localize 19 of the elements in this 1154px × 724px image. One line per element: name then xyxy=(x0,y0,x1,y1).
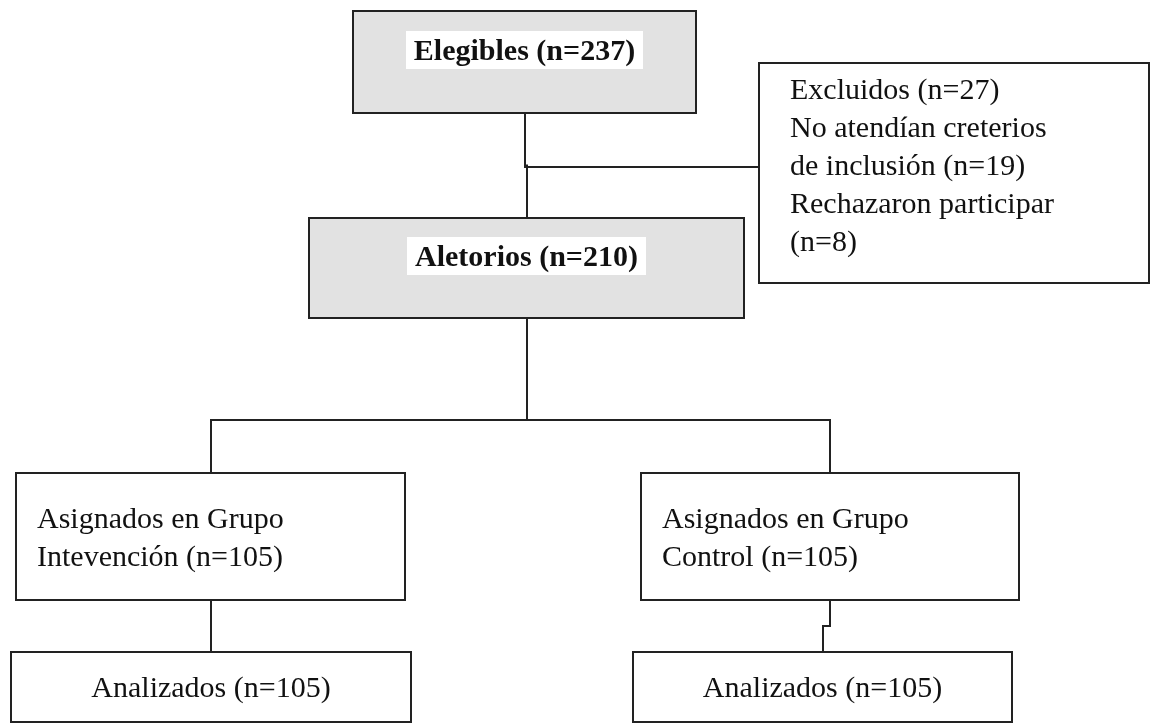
connector-line xyxy=(524,113,759,168)
box-heading: Aletorios (n=210) xyxy=(407,237,646,275)
process-box xyxy=(308,217,745,319)
process-box xyxy=(640,472,1020,601)
connector-line xyxy=(822,600,831,652)
connector-line xyxy=(210,600,212,652)
box-text: Asignados en Grupo Intevención (n=105) xyxy=(37,499,285,574)
box-text: Analizados (n=105) xyxy=(702,669,943,705)
box-text: Asignados en Grupo Control (n=105) xyxy=(662,499,910,574)
process-box xyxy=(758,62,1150,284)
box-text: No atendían creterios de inclusión (n=19) xyxy=(790,109,1048,183)
process-box xyxy=(632,651,1013,723)
box-text: Rechazaron participar (n=8) xyxy=(790,185,1055,259)
process-box xyxy=(352,10,697,114)
box-text: Analizados (n=105) xyxy=(91,669,331,705)
process-box xyxy=(10,651,412,723)
box-heading: Elegibles (n=237) xyxy=(405,31,644,69)
process-box xyxy=(15,472,406,601)
box-text: Excluidos (n=27) xyxy=(790,71,1000,107)
